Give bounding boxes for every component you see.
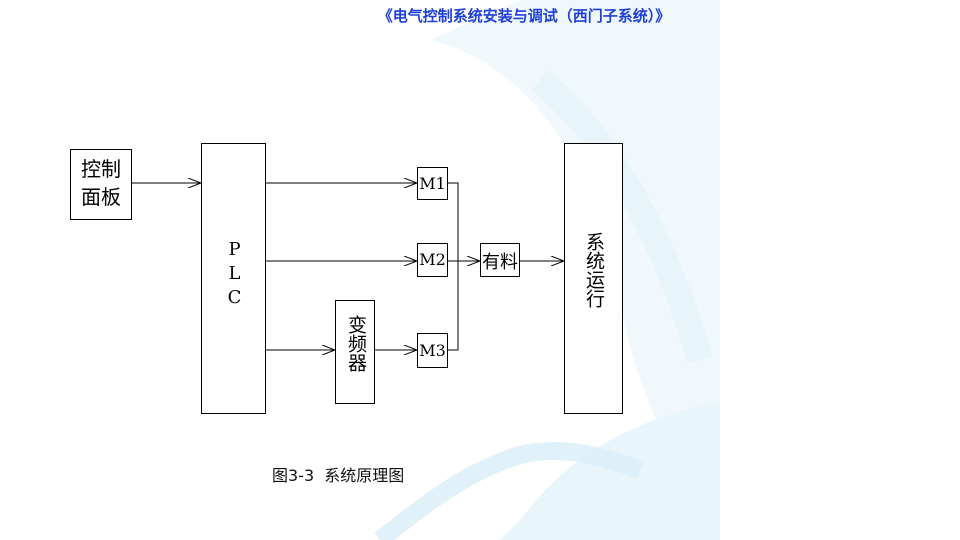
vfd-box: 变频器	[335, 300, 375, 404]
m1-box: M1	[417, 167, 448, 200]
control-panel-label-line1: 控制	[81, 157, 121, 181]
material-box: 有料	[480, 243, 520, 277]
system-run-label: 系统运行	[583, 232, 605, 308]
system-run-box: 系统运行	[564, 143, 623, 414]
m3-label: M3	[419, 341, 446, 360]
header-title: 《电气控制系统安装与调试（西门子系统）》	[377, 7, 671, 25]
material-label: 有料	[482, 252, 518, 273]
plc-label: PLC	[224, 239, 245, 311]
control-panel-box: 控制 面板	[70, 149, 132, 220]
control-panel-label-line2: 面板	[81, 185, 121, 209]
m2-box: M2	[417, 243, 448, 277]
plc-box: PLC	[201, 143, 266, 414]
m1-label: M1	[419, 174, 446, 193]
m2-label: M2	[419, 250, 446, 269]
vfd-label: 变频器	[345, 315, 367, 372]
edge-m1-junction	[448, 182, 459, 351]
figure-caption: 图3-3 系统原理图	[272, 466, 405, 485]
m3-box: M3	[417, 333, 448, 368]
